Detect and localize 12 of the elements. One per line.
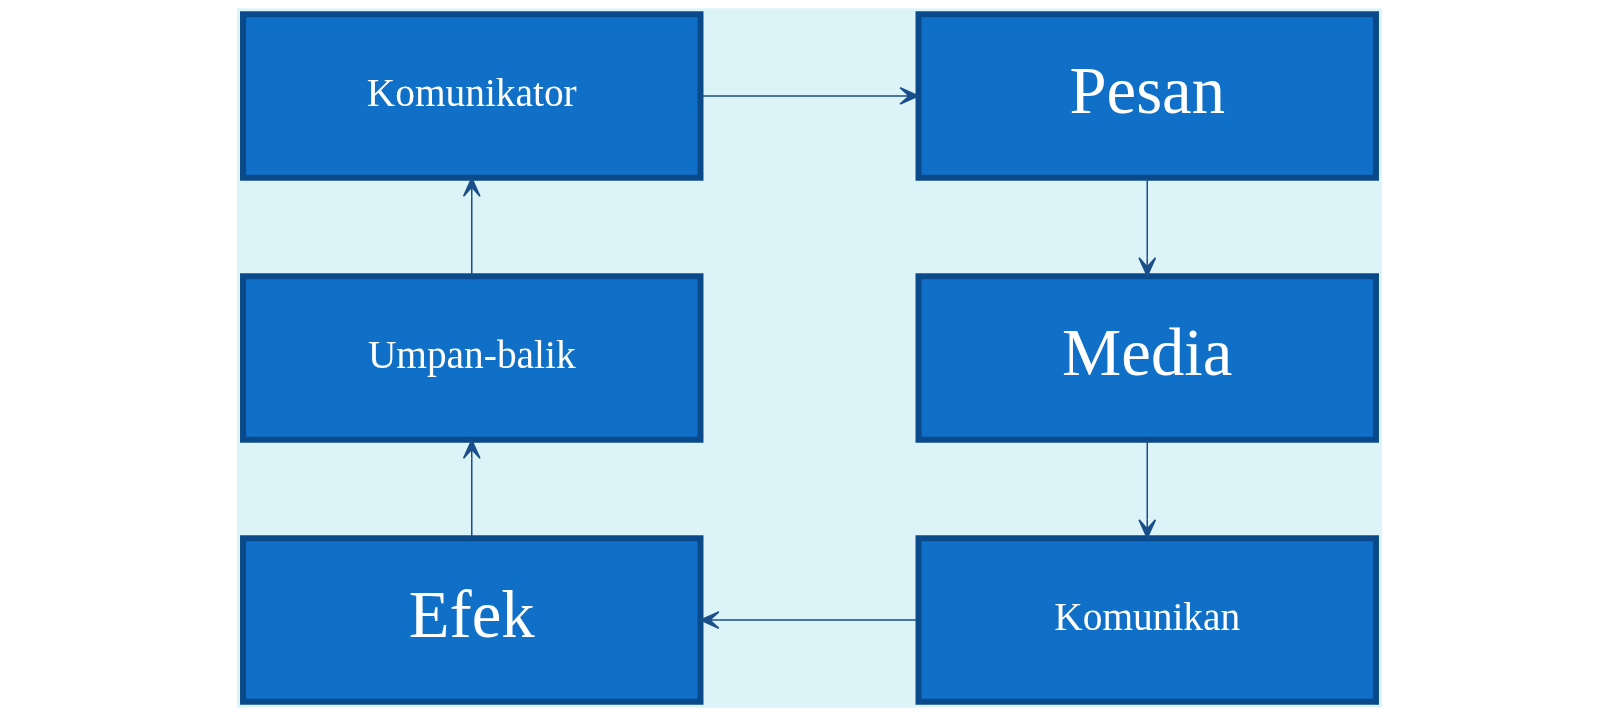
node-box: Media xyxy=(915,273,1379,443)
arrow xyxy=(699,611,919,629)
arrow xyxy=(1137,439,1156,539)
arrow xyxy=(1137,177,1156,277)
node-box: Pesan xyxy=(915,11,1379,181)
arrow xyxy=(462,177,481,277)
arrow xyxy=(462,439,481,539)
node-box: Komunikan xyxy=(915,535,1379,705)
node-box: Efek xyxy=(239,535,703,705)
node-box: Umpan-balik xyxy=(239,273,703,443)
arrow xyxy=(699,87,919,105)
node-box: Komunikator xyxy=(239,11,703,181)
